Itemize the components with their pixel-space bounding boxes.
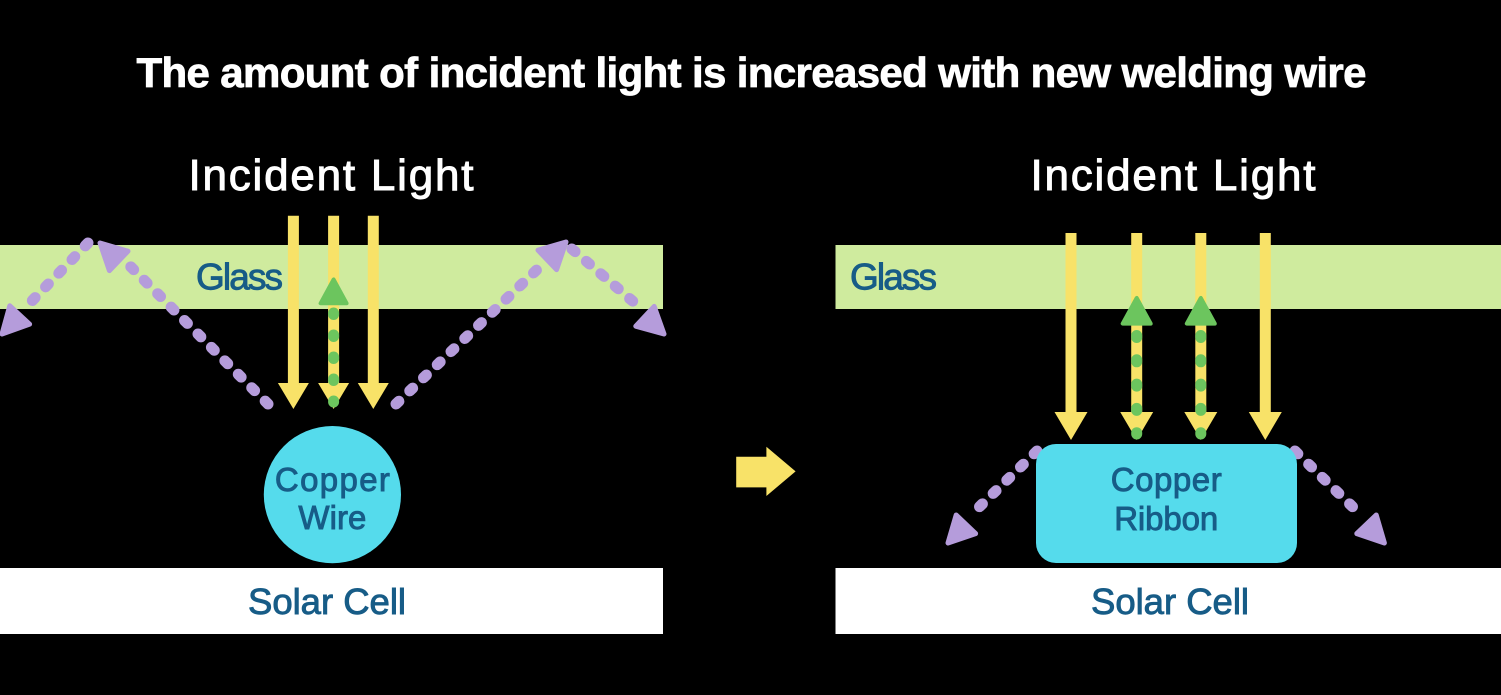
svg-text:Copper: Copper xyxy=(1111,461,1222,498)
svg-text:Solar Cell: Solar Cell xyxy=(248,581,406,622)
svg-text:Wire: Wire xyxy=(298,499,366,536)
svg-text:Ribbon: Ribbon xyxy=(1114,500,1218,537)
svg-text:The amount of incident light i: The amount of incident light is increase… xyxy=(137,49,1367,96)
svg-text:Glass: Glass xyxy=(850,257,937,298)
svg-text:Solar Cell: Solar Cell xyxy=(1091,581,1249,622)
svg-text:Incident Light: Incident Light xyxy=(189,151,474,200)
svg-text:Copper: Copper xyxy=(275,461,390,498)
svg-text:Incident Light: Incident Light xyxy=(1031,151,1316,200)
svg-text:Glass: Glass xyxy=(196,257,283,298)
